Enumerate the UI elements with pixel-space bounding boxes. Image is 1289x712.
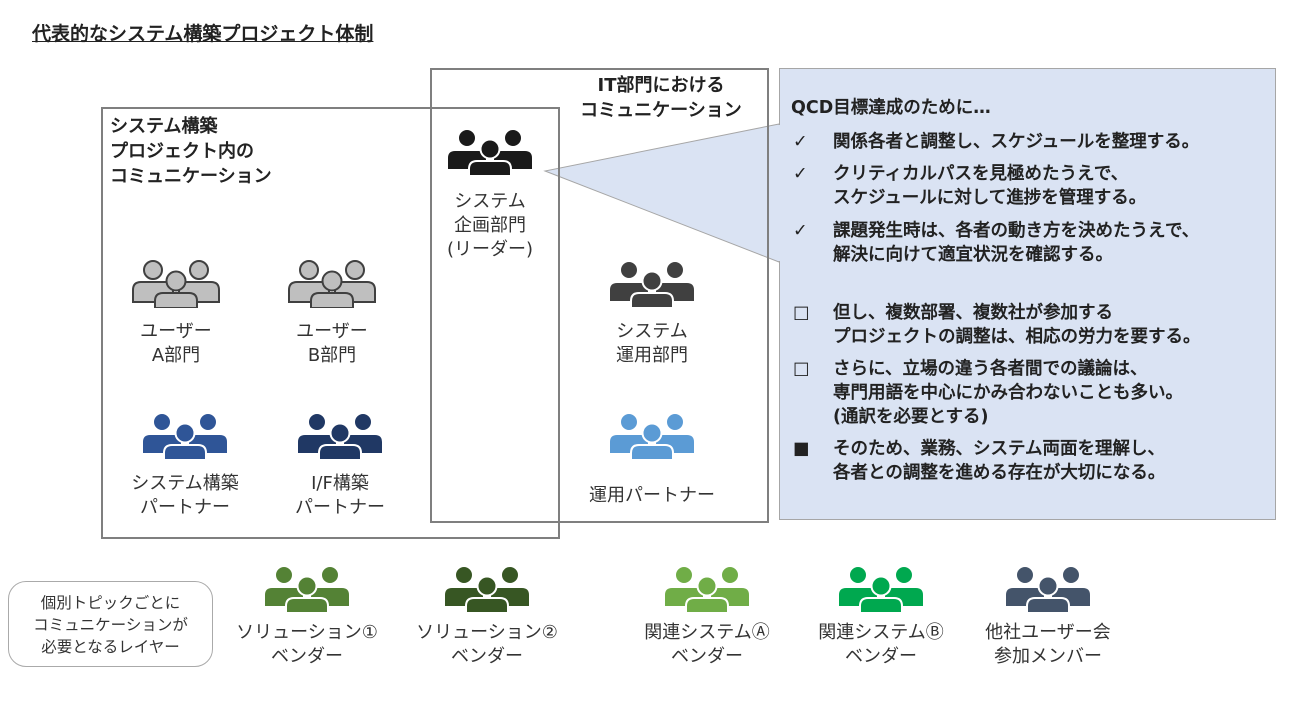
project-box-heading: システム構築 プロジェクト内の コミュニケーション	[110, 116, 272, 187]
group-user-a: ユーザー A部門	[106, 260, 246, 368]
people-icon	[141, 412, 229, 460]
people-icon	[132, 260, 220, 308]
it-department-box	[430, 68, 769, 523]
callout-box	[779, 68, 1276, 520]
group-solution-2-vendor: ソリューション② ベンダー	[402, 565, 572, 669]
layer-label: 個別トピックごとに コミュニケーションが 必要となるレイヤー	[8, 581, 213, 667]
people-icon	[1004, 565, 1092, 613]
people-icon	[663, 565, 751, 613]
group-other-company-user-members: 他社ユーザー会 参加メンバー	[963, 565, 1133, 669]
group-related-system-b-vendor: 関連システムⒷ ベンダー	[796, 565, 966, 669]
callout-heading: QCD目標達成のために…	[791, 98, 991, 118]
group-build-partner: システム構築 パートナー	[115, 412, 255, 520]
page-title: 代表的なシステム構築プロジェクト体制	[32, 23, 374, 45]
it-box-heading: IT部門における コミュニケーション	[580, 75, 742, 121]
group-user-b: ユーザー B部門	[262, 260, 402, 368]
project-box	[101, 107, 560, 539]
people-icon	[608, 412, 696, 460]
people-icon	[296, 412, 384, 460]
group-solution-1-vendor: ソリューション① ベンダー	[222, 565, 392, 669]
people-icon	[837, 565, 925, 613]
group-related-system-a-vendor: 関連システムⒶ ベンダー	[622, 565, 792, 669]
group-if-partner: I/F構築 パートナー	[270, 412, 410, 520]
people-icon	[443, 565, 531, 613]
group-ops-partner: 運用パートナー	[572, 412, 732, 508]
people-icon	[263, 565, 351, 613]
people-icon	[446, 128, 534, 176]
people-icon	[288, 260, 376, 308]
people-icon	[608, 260, 696, 308]
group-operations: システム 運用部門	[582, 260, 722, 368]
group-planning: システム 企画部門 (リーダー)	[420, 128, 560, 262]
